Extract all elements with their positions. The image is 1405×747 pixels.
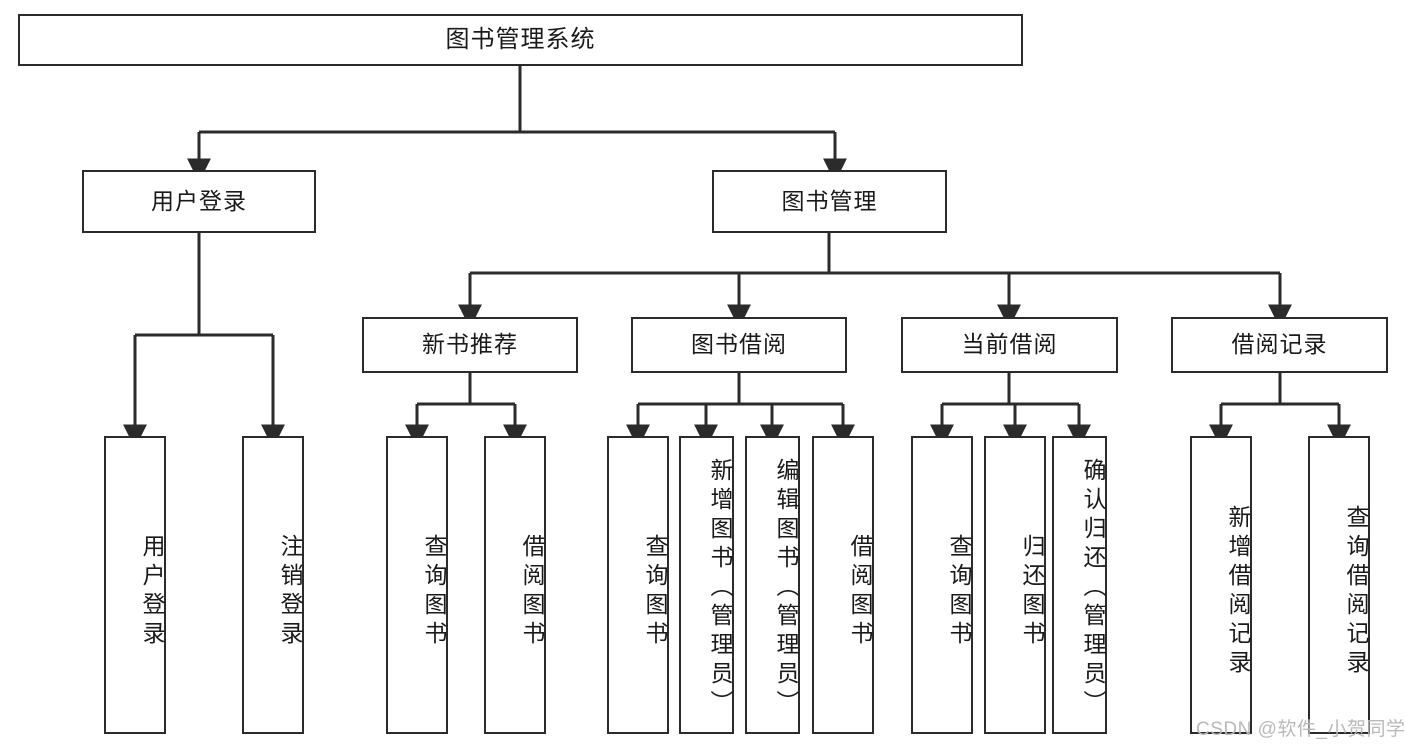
node-user-login-label: 用户登录: [151, 187, 247, 214]
node-book-management-label: 图书管理: [781, 187, 878, 214]
node-leaf-query-book-recommend-label: 查询图书: [421, 534, 447, 650]
node-leaf-add-book-admin[interactable]: 新增图书（管理员）: [679, 436, 734, 734]
node-leaf-add-borrow-record[interactable]: 新增借阅记录: [1190, 436, 1252, 734]
node-current-borrow[interactable]: 当前借阅: [901, 317, 1118, 373]
node-leaf-add-borrow-record-label: 新增借阅记录: [1225, 505, 1251, 679]
node-leaf-return-book-label: 归还图书: [1019, 534, 1045, 650]
node-book-borrow-label: 图书借阅: [691, 331, 787, 358]
node-leaf-return-book[interactable]: 归还图书: [984, 436, 1046, 734]
node-leaf-logout[interactable]: 注销登录: [242, 436, 304, 734]
node-leaf-query-borrow-record[interactable]: 查询借阅记录: [1308, 436, 1370, 734]
node-leaf-borrow-book-label: 借阅图书: [847, 534, 873, 650]
node-leaf-confirm-return-admin[interactable]: 确认归还（管理员）: [1052, 436, 1107, 734]
node-leaf-edit-book-admin-label: 编辑图书（管理员）: [773, 457, 799, 719]
node-leaf-borrow-book-recommend[interactable]: 借阅图书: [484, 436, 546, 734]
node-leaf-logout-label: 注销登录: [277, 534, 303, 650]
node-book-management[interactable]: 图书管理: [712, 170, 947, 233]
node-leaf-borrow-book[interactable]: 借阅图书: [812, 436, 874, 734]
node-leaf-edit-book-admin[interactable]: 编辑图书（管理员）: [745, 436, 800, 734]
node-leaf-confirm-return-admin-label: 确认归还（管理员）: [1080, 457, 1106, 719]
node-leaf-query-book-current[interactable]: 查询图书: [911, 436, 973, 734]
node-leaf-add-book-admin-label: 新增图书（管理员）: [707, 457, 733, 719]
node-leaf-query-borrow-record-label: 查询借阅记录: [1343, 505, 1369, 679]
node-leaf-query-book-recommend[interactable]: 查询图书: [386, 436, 448, 734]
node-root-label: 图书管理系统: [445, 25, 596, 53]
node-new-book-recommend-label: 新书推荐: [422, 331, 518, 358]
node-borrow-record-label: 借阅记录: [1231, 331, 1328, 358]
csdn-watermark: CSDN @软件_小贺同学: [1196, 719, 1405, 740]
node-borrow-record[interactable]: 借阅记录: [1171, 317, 1388, 373]
node-leaf-query-book-borrow-label: 查询图书: [642, 534, 668, 650]
node-new-book-recommend[interactable]: 新书推荐: [362, 317, 578, 373]
node-leaf-query-book-current-label: 查询图书: [946, 534, 972, 650]
node-leaf-query-book-borrow[interactable]: 查询图书: [607, 436, 669, 734]
node-current-borrow-label: 当前借阅: [961, 331, 1058, 358]
node-book-borrow[interactable]: 图书借阅: [631, 317, 847, 373]
node-leaf-borrow-book-recommend-label: 借阅图书: [519, 534, 545, 650]
node-leaf-user-login-label: 用户登录: [139, 534, 165, 650]
node-user-login[interactable]: 用户登录: [82, 170, 316, 233]
node-leaf-user-login[interactable]: 用户登录: [104, 436, 166, 734]
node-root[interactable]: 图书管理系统: [18, 14, 1023, 66]
